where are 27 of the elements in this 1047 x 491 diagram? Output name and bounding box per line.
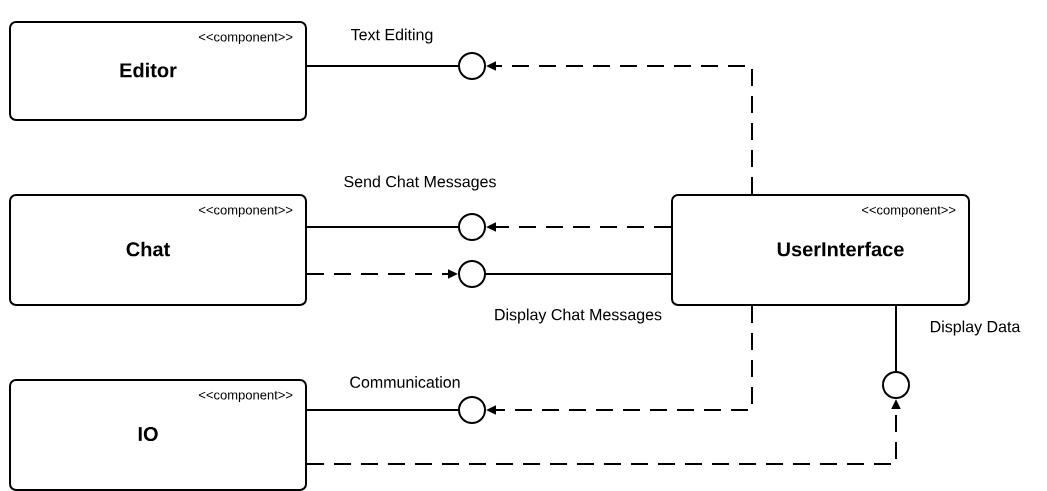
connector [306,409,459,411]
interface-circle [458,396,486,424]
component-name: UserInterface [777,241,904,257]
connector [306,65,459,67]
component-name: IO [138,426,158,442]
component-box [9,379,307,491]
interface-circle [882,371,910,399]
stereotype-label: <<component>> [198,33,293,45]
interface-label: Text Editing [351,28,433,44]
interface-circle [458,260,486,288]
connector [306,226,459,228]
component-box [9,194,307,306]
stereotype-label: <<component>> [198,391,293,403]
interface-label: Communication [350,376,460,388]
connector [485,273,672,275]
connector [895,305,897,372]
component-box [9,21,307,121]
component-name: Chat [126,241,170,257]
interface-circle [458,213,486,241]
component-name: Editor [120,62,177,78]
stereotype-label: <<component>> [861,206,956,218]
component-box [671,194,970,306]
interface-label: Display Data [930,320,1021,336]
interface-circle [458,52,486,80]
stereotype-label: <<component>> [198,206,293,218]
interface-label: Display Chat Messages [495,308,662,324]
interface-label: Send Chat Messages [344,175,496,191]
